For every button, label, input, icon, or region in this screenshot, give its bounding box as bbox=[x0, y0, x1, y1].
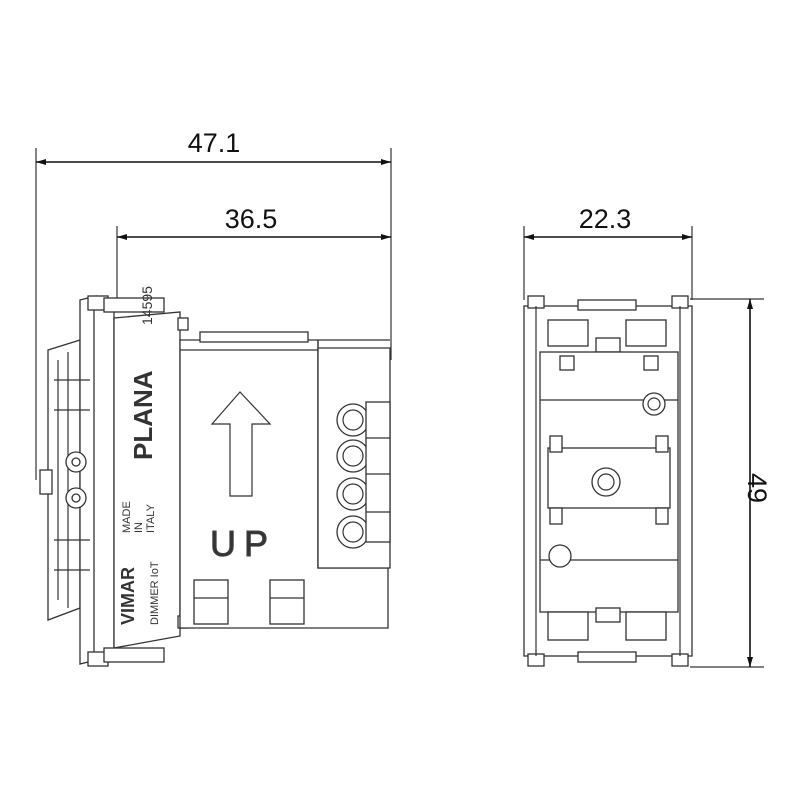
origin-line1: MADE bbox=[121, 501, 133, 533]
dimension-body-depth: 36.5 bbox=[116, 204, 391, 300]
code-label: 14595 bbox=[139, 286, 155, 325]
overall-depth-label: 47.1 bbox=[188, 128, 241, 158]
dimension-width: 22.3 bbox=[523, 204, 693, 300]
dimension-height: 49 bbox=[690, 298, 772, 668]
front-view bbox=[523, 295, 693, 667]
up-arrow-icon bbox=[210, 391, 272, 497]
width-label: 22.3 bbox=[579, 204, 632, 234]
center-screw bbox=[591, 467, 621, 497]
body-depth-label: 36.5 bbox=[225, 204, 278, 234]
led-window bbox=[642, 392, 666, 416]
origin-line3: ITALY bbox=[145, 503, 157, 533]
side-view: UP PLANA 14595 VIMAR DIMMER IoT MADE IN … bbox=[39, 286, 391, 667]
vertical-labels: PLANA 14595 VIMAR DIMMER IoT MADE IN ITA… bbox=[118, 286, 161, 625]
orientation-label: UP bbox=[210, 523, 276, 564]
series-label: PLANA bbox=[128, 370, 158, 460]
dimension-overall-depth: 47.1 bbox=[35, 128, 392, 480]
origin-line2: IN bbox=[133, 522, 145, 533]
product-label: DIMMER IoT bbox=[149, 561, 161, 625]
terminal-block bbox=[336, 401, 391, 549]
height-label: 49 bbox=[742, 473, 772, 503]
brand-label: VIMAR bbox=[118, 567, 138, 625]
